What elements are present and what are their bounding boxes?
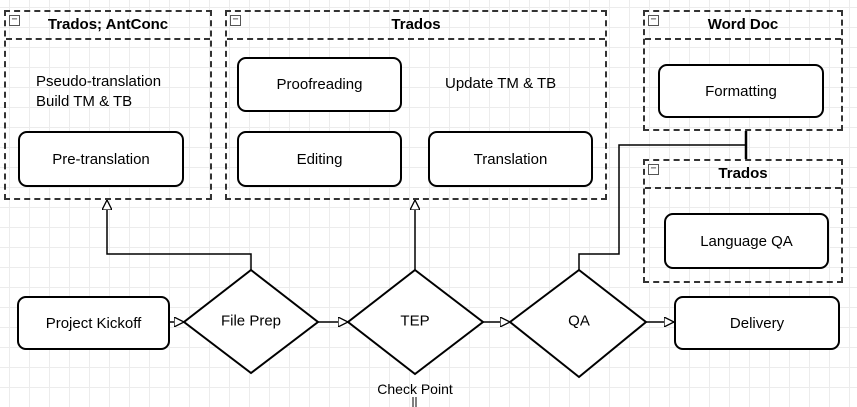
check-point-label[interactable]: Check Point — [377, 381, 453, 397]
update-tm-tb-label[interactable]: Update TM & TB — [445, 75, 557, 92]
container-tep-tools-header: − Trados — [227, 12, 605, 40]
project-kickoff-node[interactable]: Project Kickoff — [17, 296, 170, 350]
file-prep-diamond[interactable] — [182, 268, 320, 375]
pseudo-translation-label[interactable]: Pseudo-translation Build TM & TB — [36, 73, 162, 110]
container-qa-tools[interactable]: − Trados — [643, 159, 843, 283]
qa-diamond[interactable] — [508, 268, 648, 379]
collapse-icon[interactable]: − — [230, 15, 241, 26]
container-prep-tools[interactable]: − Trados; AntConc — [4, 10, 212, 200]
tep-label: TEP — [400, 312, 430, 330]
container-prep-tools-title: Trados; AntConc — [47, 16, 169, 33]
language-qa-node[interactable]: Language QA — [664, 213, 829, 269]
container-word-doc-title: Word Doc — [707, 16, 779, 33]
container-word-doc-header: − Word Doc — [645, 12, 841, 40]
container-qa-tools-header: − Trados — [645, 161, 841, 189]
editing-node[interactable]: Editing — [237, 131, 402, 187]
container-tep-tools[interactable]: − Trados — [225, 10, 607, 200]
container-qa-tools-title: Trados — [718, 165, 768, 182]
proofreading-node[interactable]: Proofreading — [237, 57, 402, 112]
connector-fileprep-to-prep-tools[interactable] — [107, 200, 252, 270]
collapse-icon[interactable]: − — [648, 15, 659, 26]
tep-diamond[interactable] — [346, 268, 485, 376]
collapse-icon[interactable]: − — [9, 15, 20, 26]
translation-node[interactable]: Translation — [428, 131, 593, 187]
formatting-node[interactable]: Formatting — [658, 64, 824, 118]
delivery-node[interactable]: Delivery — [674, 296, 840, 350]
file-prep-label: File Prep — [220, 312, 282, 330]
container-tep-tools-title: Trados — [391, 16, 441, 33]
qa-label: QA — [568, 312, 590, 330]
pre-translation-node[interactable]: Pre-translation — [18, 131, 184, 187]
connector-qa-to-qa-containers[interactable] — [578, 144, 747, 270]
collapse-icon[interactable]: − — [648, 164, 659, 175]
container-word-doc[interactable]: − Word Doc — [643, 10, 843, 131]
container-prep-tools-header: − Trados; AntConc — [6, 12, 210, 40]
